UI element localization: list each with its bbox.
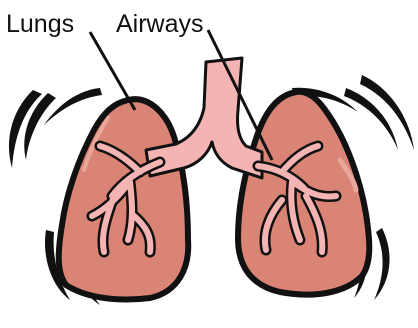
lungs-pointer-line <box>90 32 135 110</box>
airways <box>92 58 336 252</box>
airways-label: Airways <box>116 12 204 37</box>
left-lung <box>59 99 188 299</box>
lungs-label: Lungs <box>6 12 74 37</box>
